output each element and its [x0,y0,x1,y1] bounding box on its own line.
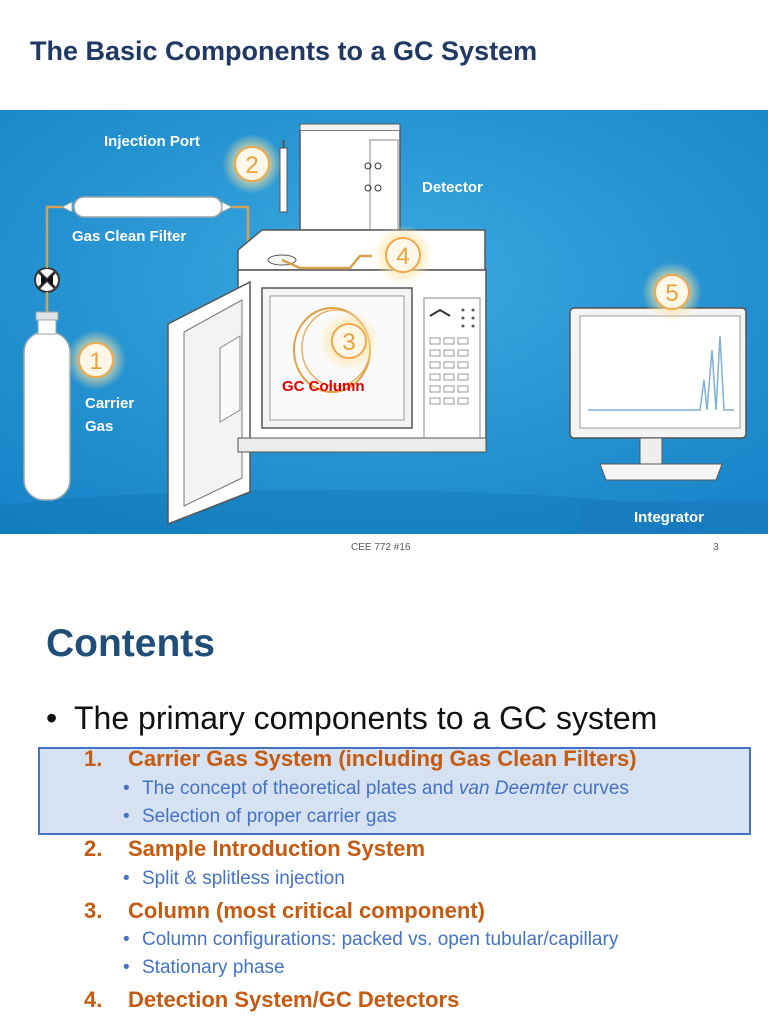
integrator-label-box [580,501,768,534]
contents-title: Contents [46,622,215,665]
gas-clean-filter-icon [60,196,234,218]
badge-5-icon [642,262,702,322]
sub-item-2a: •Split & splitless injection [123,868,345,889]
numbered-item-2: 2.Sample Introduction System [84,836,426,861]
badge-2-icon [222,134,282,194]
numbered-item-1: 1.Carrier Gas System (including Gas Clea… [84,746,637,771]
gc-system-diagram: 1 2 3 4 5 Injection Port Detector Gas Cl… [0,110,768,534]
sub-item-3b: •Stationary phase [123,957,285,978]
label-gc-column: GC Column [282,378,365,395]
valve-icon [34,267,60,293]
label-carrier: Carrier [85,395,134,412]
highlight-box [38,747,751,835]
sub-item-3a: •Column configurations: packed vs. open … [123,929,619,950]
carrier-gas-tank-icon [23,311,71,501]
badge-1-number: 1 [89,348,102,375]
badge-3-number: 3 [342,329,355,356]
syringe-icon [279,140,288,213]
badge-4-number: 4 [396,243,409,270]
label-gas-clean-filter: Gas Clean Filter [72,228,186,245]
main-bullet-text: The primary components to a GC system [74,700,658,736]
badge-2-number: 2 [245,152,258,179]
footer-course: CEE 772 #16 [351,542,411,553]
label-injection-port: Injection Port [104,133,200,150]
sub-item-1a: •The concept of theoretical plates and v… [123,778,629,799]
label-detector: Detector [422,179,483,196]
numbered-item-4: 4.Detection System/GC Detectors [84,987,460,1012]
label-integrator: Integrator [634,509,704,526]
slide-title: The Basic Components to a GC System [30,36,538,66]
footer-page-number: 3 [713,542,719,553]
badge-3-icon [319,311,379,371]
sub-item-1b: •Selection of proper carrier gas [123,806,397,827]
main-bullet: • The primary components to a GC system [46,700,657,737]
badge-1-icon [66,330,126,390]
integrator-monitor-icon [569,307,747,481]
label-gas: Gas [85,418,113,435]
badge-4-icon [373,225,433,285]
badge-5-number: 5 [665,280,678,307]
numbered-item-3: 3.Column (most critical component) [84,898,485,923]
bullet-dot-icon: • [46,700,58,736]
